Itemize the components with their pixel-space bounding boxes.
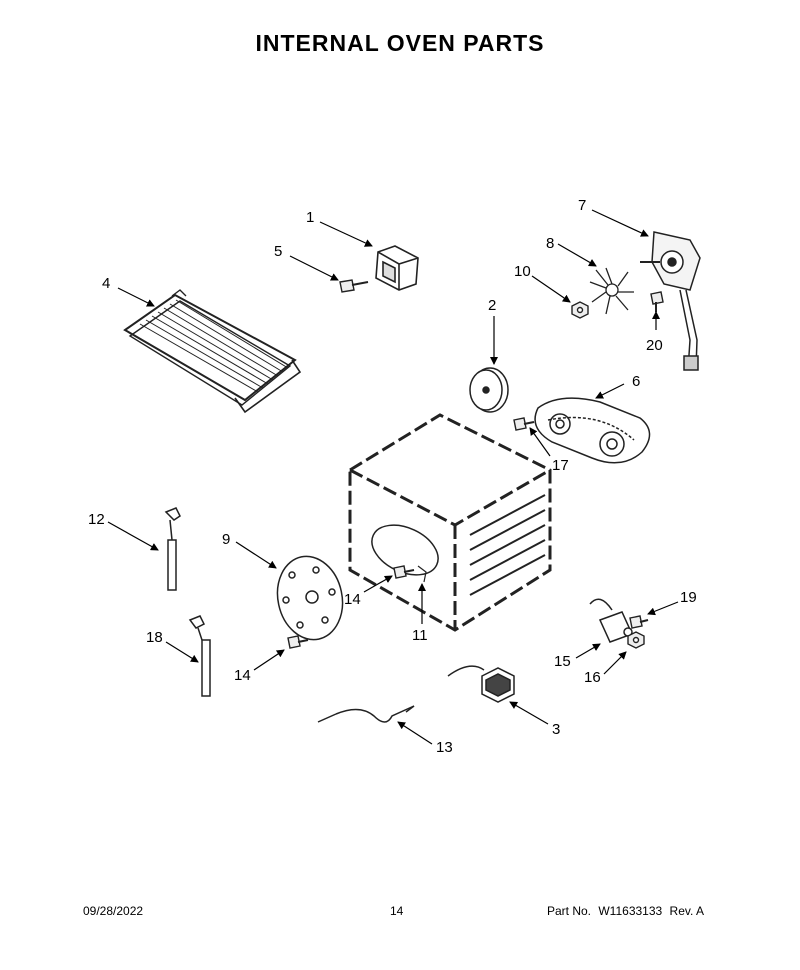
leader-4 <box>117 287 155 307</box>
leader-6 <box>595 383 625 399</box>
convection-fan-motor[interactable] <box>640 231 701 371</box>
oven-rack[interactable] <box>123 289 302 414</box>
callout-7: 7 <box>578 197 586 214</box>
callout-19: 19 <box>680 589 697 606</box>
leader-8 <box>557 243 597 267</box>
temperature-probe[interactable] <box>317 705 415 723</box>
callout-15: 15 <box>554 653 571 670</box>
capacitor-15[interactable] <box>589 598 634 643</box>
cavity-cover-plate[interactable] <box>270 550 350 645</box>
callout-8: 8 <box>546 235 554 252</box>
screw-19[interactable] <box>629 615 649 629</box>
callout-12: 12 <box>88 511 105 528</box>
callout-10: 10 <box>514 263 531 280</box>
leader-1 <box>319 221 373 247</box>
leader-19 <box>647 601 679 616</box>
callout-17: 17 <box>552 457 569 474</box>
callout-2: 2 <box>488 297 496 314</box>
callout-6: 6 <box>632 373 640 390</box>
callout-9: 9 <box>222 531 230 548</box>
leader-3 <box>509 701 549 725</box>
footer-date: 09/28/2022 <box>83 904 144 918</box>
callout-18: 18 <box>146 629 163 646</box>
footer-part-label: Part No. <box>547 904 592 918</box>
screw-20[interactable] <box>650 291 664 312</box>
callout-16: 16 <box>584 669 601 686</box>
callout-20: 20 <box>646 337 663 354</box>
oven-cavity <box>348 413 552 632</box>
fan-housing-bracket[interactable] <box>375 245 419 291</box>
leader-17 <box>529 427 551 457</box>
leader-7 <box>591 209 649 237</box>
leader-14-upper <box>363 575 393 593</box>
bake-element-bracket[interactable] <box>417 565 427 583</box>
igniter-12[interactable] <box>164 507 181 591</box>
leader-10 <box>531 275 571 303</box>
leader-13 <box>397 721 433 745</box>
leader-5 <box>289 255 339 281</box>
callout-1: 1 <box>306 209 314 226</box>
leader-14-lower <box>253 649 285 671</box>
sensor-housing[interactable] <box>447 665 515 703</box>
screw-14-lower[interactable] <box>287 635 309 649</box>
callout-4: 4 <box>102 275 110 292</box>
callout-13: 13 <box>436 739 453 756</box>
callout-14-lower: 14 <box>234 667 251 684</box>
page-title: INTERNAL OVEN PARTS <box>255 30 545 56</box>
callout-5: 5 <box>274 243 282 260</box>
igniter-18[interactable] <box>188 615 211 697</box>
screw-5[interactable] <box>339 279 369 293</box>
convection-element[interactable] <box>534 397 651 464</box>
leader-9 <box>235 541 277 569</box>
leader-15 <box>575 643 601 659</box>
hex-nut-16[interactable] <box>627 631 645 649</box>
footer-part-number: W11633133 <box>598 904 663 918</box>
callout-14-upper: 14 <box>344 591 361 608</box>
fan-blade[interactable] <box>589 267 634 315</box>
leader-16 <box>603 651 627 675</box>
callout-11: 11 <box>412 627 428 644</box>
footer-revision: Rev. A <box>669 904 704 918</box>
screw-14-upper[interactable] <box>393 565 415 579</box>
footer-part-info: Part No. W11633133 Rev. A <box>543 904 704 918</box>
screw-17[interactable] <box>513 417 535 431</box>
leader-18 <box>165 641 199 663</box>
footer-page-number: 14 <box>390 904 404 918</box>
hex-nut-10[interactable] <box>571 301 589 319</box>
leader-12 <box>107 521 159 551</box>
callout-3: 3 <box>552 721 560 738</box>
fan-cover-disc[interactable] <box>469 367 509 413</box>
